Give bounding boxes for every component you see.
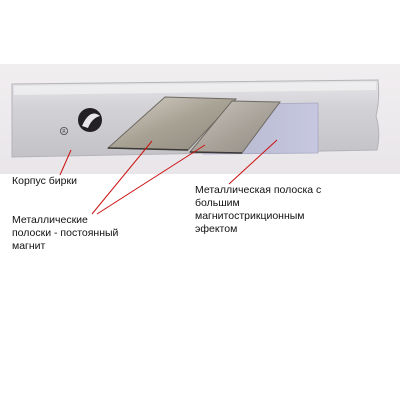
annotation-line-magnet-1: [91, 140, 153, 215]
magnet-strips-caption: Металлические полоски - постоянный магни…: [12, 214, 119, 252]
tag-body-caption: Корпус бирки: [12, 175, 77, 187]
strip-shadow-edge-1: [107, 147, 189, 151]
annotation-line-magnetostrictive: [228, 139, 278, 185]
svg-text:R: R: [62, 129, 66, 135]
magnetostrictive-strip-caption: Металлическая полоска с большим магнитос…: [195, 184, 322, 235]
registered-mark-icon: R: [60, 127, 69, 136]
annotation-line-magnet-2: [96, 144, 206, 215]
casing-highlight: [14, 82, 376, 95]
annotation-line-tag-body: [59, 149, 72, 176]
strip-shadow-edge-2: [189, 151, 243, 154]
annotation-lines: [59, 139, 278, 215]
tag-logo-icon: [78, 108, 102, 132]
